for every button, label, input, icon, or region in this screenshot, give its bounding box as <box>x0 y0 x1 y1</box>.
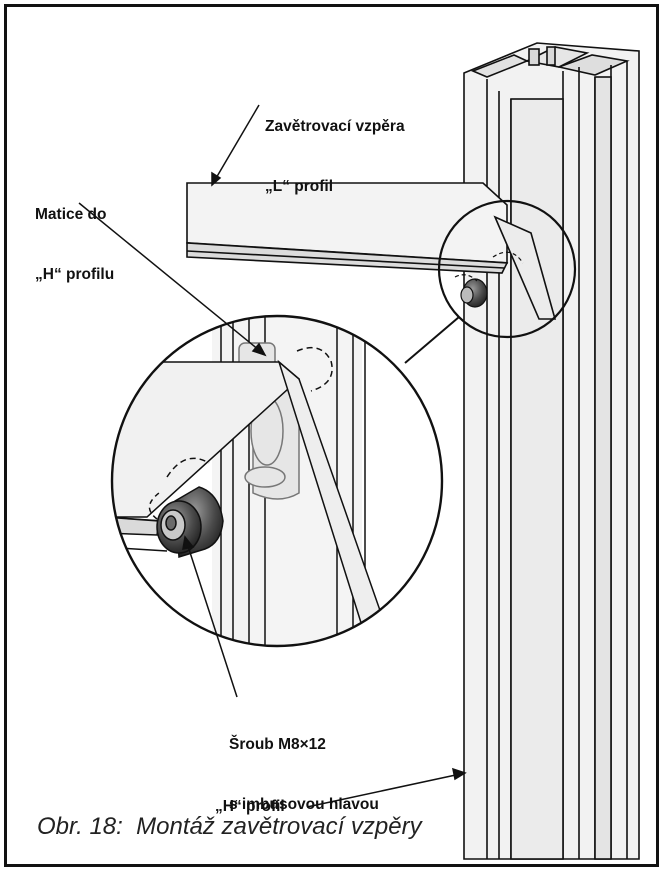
l-profile-brace <box>186 182 557 320</box>
h-profile-label: „H“ profil <box>215 798 285 815</box>
h-profile-leader-line <box>306 772 466 808</box>
detail-connector-line <box>404 316 460 364</box>
brace-label-line1: Zavětrovací vzpěra <box>265 118 405 135</box>
screw-leader-line <box>184 536 238 698</box>
brace-label-line2: „L“ profil <box>265 178 334 195</box>
nut-label-line1: Matice do <box>35 206 107 223</box>
h-profile-leader-arrowhead <box>452 767 467 781</box>
assembly-drawing <box>78 42 640 860</box>
brace-leader-line <box>211 104 260 186</box>
screw-leader-arrowhead <box>182 535 195 550</box>
figure-frame: Zavětrovací vzpěra „L“ profil Matice do … <box>4 4 659 867</box>
nut-label: Matice do „H“ profilu <box>35 165 114 325</box>
brace-leader-arrowhead <box>211 171 222 187</box>
nut-leader-arrowhead <box>251 342 267 357</box>
screw-label: Šroub M8×12 s imbusovou hlavou <box>229 695 379 855</box>
figure-caption: Obr. 18: Montáž zavětrovací vzpěry <box>37 813 422 840</box>
magnified-detail-circle <box>110 314 444 648</box>
h-profile-column <box>463 42 640 860</box>
nut-label-line2: „H“ profilu <box>35 266 115 283</box>
small-detail-circle <box>437 199 577 339</box>
screw-label-line2: s imbusovou hlavou <box>229 796 379 813</box>
nut-leader-line <box>78 202 266 356</box>
leader-arrows <box>78 104 467 808</box>
screw-label-line1: Šroub M8×12 <box>229 736 326 753</box>
brace-label: Zavětrovací vzpěra „L“ profil <box>265 77 405 237</box>
